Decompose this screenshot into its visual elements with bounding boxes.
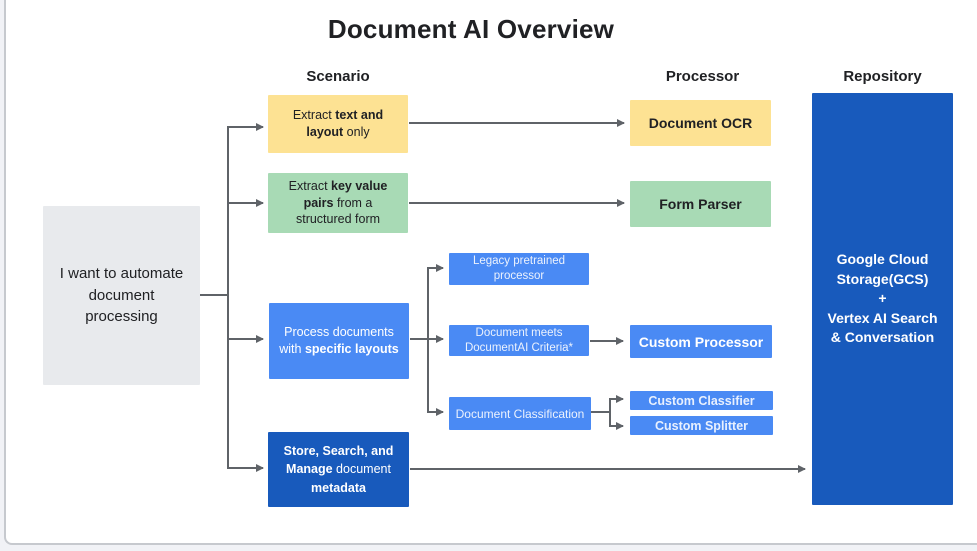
column-header-repository: Repository	[843, 68, 922, 85]
processor-custom-classifier: Custom Classifier	[630, 391, 773, 410]
processor-custom-processor: Custom Processor	[630, 325, 772, 358]
branch-document-meets-criteria: Document meets DocumentAI Criteria*	[449, 325, 589, 356]
processor-form-parser-label: Form Parser	[659, 196, 742, 212]
processor-custom-processor-label: Custom Processor	[638, 333, 764, 350]
column-header-processor: Processor	[665, 68, 740, 85]
scenario-extract-key-value-pairs: Extract key value pairs from a structure…	[268, 173, 408, 233]
processor-document-ocr-label: Document OCR	[648, 115, 753, 131]
slide-canvas: Document AI Overview Scenario Processor …	[4, 0, 977, 545]
scenario-extract-key-value-pairs-label: Extract key value pairs from a structure…	[288, 178, 388, 227]
page-title: Document AI Overview	[327, 14, 615, 44]
branch-legacy-pretrained-processor: Legacy pretrained processor	[449, 253, 589, 285]
branch-legacy-label: Legacy pretrained processor	[472, 255, 566, 282]
repository-line-gcs: Google Cloud Storage(GCS)	[836, 251, 929, 287]
repository-line-vertex: Vertex AI Search & Conversation	[827, 309, 938, 346]
scenario-store-search-manage-label: Store, Search, and Manage document metad…	[283, 444, 394, 495]
repository-box: Google Cloud Storage(GCS) + Vertex AI Se…	[812, 93, 953, 505]
processor-custom-splitter-label: Custom Splitter	[654, 418, 749, 433]
scenario-extract-text-layout-label: Extract text and layout only	[292, 108, 384, 139]
scenario-store-search-manage: Store, Search, and Manage document metad…	[268, 432, 409, 507]
processor-custom-classifier-label: Custom Classifier	[648, 393, 755, 408]
processor-custom-splitter: Custom Splitter	[630, 416, 773, 435]
scenario-extract-text-layout: Extract text and layout only	[268, 95, 408, 153]
branch-document-classification: Document Classification	[449, 397, 591, 430]
processor-document-ocr: Document OCR	[630, 100, 771, 146]
intent-label: I want to automate document processing	[59, 264, 184, 326]
processor-form-parser: Form Parser	[630, 181, 771, 227]
repository-label: Google Cloud Storage(GCS) + Vertex AI Se…	[824, 250, 941, 348]
column-header-scenario: Scenario	[306, 68, 370, 85]
repository-line-plus: +	[878, 290, 887, 307]
branch-criteria-label: Document meets DocumentAI Criteria*	[464, 326, 573, 354]
scenario-process-specific-layouts: Process documents with specific layouts	[269, 303, 409, 379]
intent-box: I want to automate document processing	[43, 206, 200, 385]
scenario-process-specific-layouts-label: Process documents with specific layouts	[279, 324, 399, 357]
branch-classification-label: Document Classification	[455, 406, 585, 421]
